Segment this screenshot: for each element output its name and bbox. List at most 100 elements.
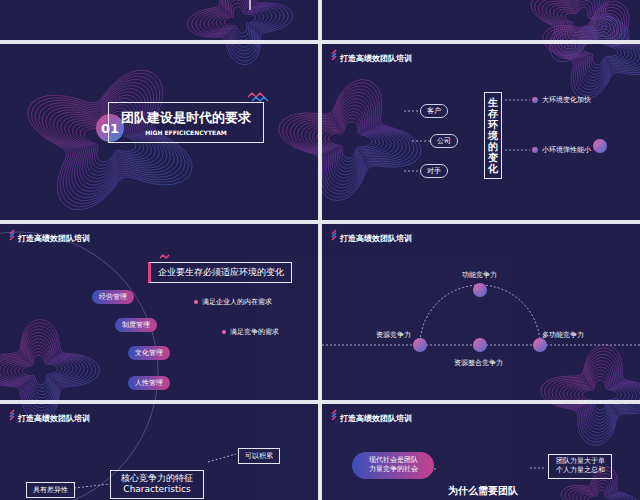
note-label: 满足企业人的内在需求 — [202, 297, 272, 307]
wave-stroke — [0, 323, 96, 417]
box-text: 现代社会是团队 力量竞争的社会 — [358, 456, 428, 475]
wave-stroke — [561, 4, 599, 36]
wave-stroke — [216, 0, 263, 40]
text-box: 公司 — [430, 134, 458, 148]
marker-dot — [194, 97, 607, 352]
wave-stroke — [557, 1, 603, 40]
wave-stroke — [0, 326, 92, 414]
wave-stroke — [220, 3, 259, 36]
note-label: 小环境弹性能小 — [542, 145, 591, 155]
box-text: 具有差异性 — [33, 485, 68, 495]
wave-stroke — [283, 83, 417, 197]
wave-stroke — [0, 333, 84, 408]
wave-stroke — [561, 17, 640, 84]
subtitle-text: Characteristics — [123, 484, 190, 495]
note-label: 多功能竞争力 — [542, 330, 584, 340]
wave-stroke — [7, 342, 73, 398]
wave-stroke — [28, 70, 192, 209]
box-text: 核心竞争力的特征 — [121, 473, 193, 484]
wave-stroke — [279, 80, 421, 201]
heading-label: 打造高绩效团队培训 — [18, 233, 90, 244]
box-text: 团队建设是时代的要求 — [121, 109, 251, 127]
wave-stroke — [571, 370, 629, 420]
wave-stroke — [3, 339, 76, 401]
guide-arc — [0, 232, 158, 500]
text-box: 企业要生存必须适应环境的变化 — [148, 262, 292, 283]
box-text: 生存环境的变化 — [488, 97, 498, 174]
wave-stroke — [57, 95, 163, 185]
subtitle-text: HIGH EFFICICENCYTEAM — [145, 129, 227, 136]
wave-stroke — [567, 367, 633, 423]
wave-stroke — [39, 80, 181, 201]
heading-label: 为什么需要团队 — [448, 484, 518, 498]
text-box: 现代社会是团队 力量竞争的社会 — [352, 452, 434, 479]
wave-stroke — [313, 109, 387, 172]
text-box: 文化管理 — [128, 346, 170, 360]
header-icon — [10, 0, 336, 420]
text-box: 生存环境的变化 — [484, 92, 502, 179]
text-box: 制度管理 — [115, 318, 157, 332]
wave-stroke — [563, 364, 636, 426]
wave-stroke — [535, 0, 626, 59]
box-text: 公司 — [437, 136, 451, 146]
leader-line — [74, 100, 640, 488]
text-box: 团队力量大于单 个人力量之总和 — [548, 454, 612, 479]
wave-stroke — [309, 105, 391, 175]
wave-stroke — [552, 354, 640, 436]
note-label: 满足竞争的需求 — [230, 327, 279, 337]
box-text: 制度管理 — [122, 320, 150, 330]
box-text: 企业要生存必须适应环境的变化 — [158, 266, 284, 279]
wave-stroke — [286, 86, 413, 194]
text-box: 可以积累 — [238, 448, 280, 464]
text-box: 团队建设是时代的要求 HIGH EFFICICENCYTEAM — [108, 102, 264, 143]
wave-stroke — [542, 0, 618, 52]
wave-stroke — [556, 358, 640, 433]
wave-stroke — [553, 10, 640, 89]
wave-stroke — [531, 0, 629, 62]
text-box: 人性管理 — [128, 376, 170, 390]
wave-stroke — [573, 477, 628, 500]
wave-stroke — [568, 23, 632, 78]
box-text: 01 — [101, 121, 119, 136]
wave-stroke — [42, 82, 178, 197]
note-label: 资源整合竞争力 — [454, 358, 503, 368]
box-text: 文化管理 — [135, 348, 163, 358]
wave-stroke — [208, 0, 272, 47]
wave-stroke — [50, 89, 170, 191]
wave-stroke — [539, 0, 622, 55]
box-text: 可以积累 — [245, 451, 273, 461]
wave-stroke — [0, 336, 80, 405]
wave-stroke — [0, 320, 99, 421]
box-text: 人性管理 — [135, 378, 163, 388]
wave-stroke — [290, 89, 410, 191]
wave-stroke — [294, 92, 406, 187]
wave-stroke — [548, 351, 640, 439]
wave-stroke — [321, 115, 380, 165]
text-box: 客户 — [420, 104, 448, 118]
heading-label: 打造高绩效团队培训 — [340, 413, 412, 424]
wave-stroke — [188, 0, 293, 65]
box-text: 客户 — [427, 106, 441, 116]
text-box: 经营管理 — [92, 290, 134, 304]
note-label: 大环境变化加快 — [542, 95, 591, 105]
text-box: 01 — [96, 114, 124, 142]
wave-stroke — [550, 0, 611, 46]
heading-label: 打造高绩效团队培训 — [340, 53, 412, 64]
wave-stroke — [32, 73, 189, 206]
wave-stroke — [557, 13, 640, 86]
wave-stroke — [298, 95, 403, 184]
wave-stroke — [53, 92, 166, 188]
wave-stroke — [546, 4, 640, 95]
note-label: 资源竞争力 — [376, 330, 411, 340]
wave-stroke — [579, 32, 621, 68]
wave-stroke — [565, 470, 635, 500]
wave-stroke — [224, 7, 255, 33]
wave-stroke — [545, 348, 640, 442]
box-text: 对手 — [427, 166, 441, 176]
wave-stroke — [565, 7, 595, 33]
wave-stroke — [582, 380, 618, 410]
wave-stroke — [0, 329, 88, 411]
